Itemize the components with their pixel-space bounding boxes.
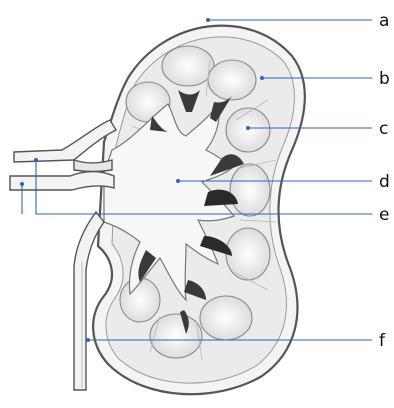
labels: a b c d e f [379,11,390,351]
leader-e-dot-2 [20,182,24,186]
leader-e-dot-1 [34,158,38,162]
kidney-illustration [10,26,305,395]
label-e: e [379,205,389,225]
pyramid-2 [208,60,256,100]
pyramid-8 [150,314,202,358]
pyramid-1 [162,46,214,86]
label-f: f [379,331,386,351]
leader-f-dot [86,338,90,342]
label-d: d [379,172,390,192]
renal-artery [14,120,116,162]
pyramid-7 [200,296,252,340]
leader-b-dot [260,76,264,80]
leader-c-dot [246,126,250,130]
leader-d-dot [176,179,180,183]
pyramid-9 [120,278,160,322]
label-a: a [379,11,389,31]
renal-vein [10,172,114,191]
label-c: c [379,119,388,139]
pyramid-5 [230,164,270,216]
pyramid-6 [226,228,270,280]
leader-a-dot [206,18,210,22]
renal-vessels [10,120,116,190]
vessel-branch [74,160,112,172]
label-b: b [379,69,390,89]
